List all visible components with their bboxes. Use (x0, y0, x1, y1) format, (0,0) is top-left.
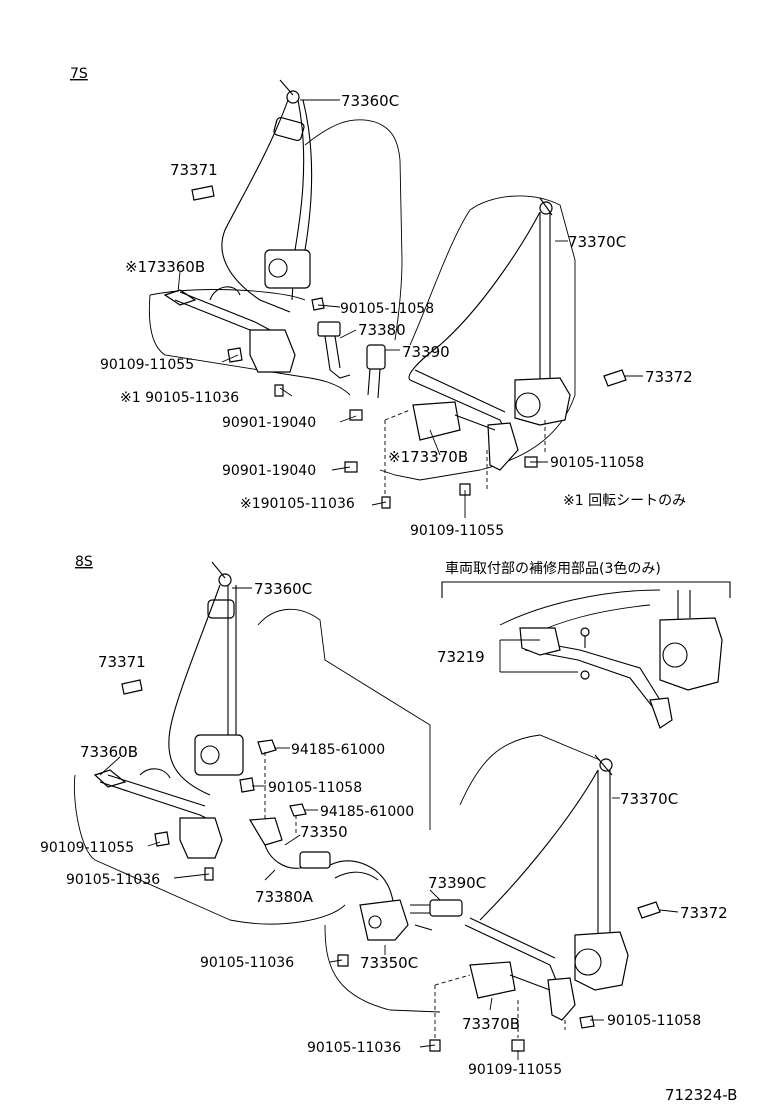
nut-8s-a (257, 739, 277, 755)
label-1058a-8s: 90105-11058 (268, 780, 362, 796)
label-9040a-7s: 90901-19040 (222, 415, 316, 431)
bolt-8s-1058b (579, 1015, 595, 1029)
bolt-7s-9040a (349, 409, 363, 421)
retractor-upper-7s (221, 79, 313, 313)
seat-rear-outline-8s (324, 734, 601, 1013)
label-73380a-8s: 73380A (255, 888, 314, 906)
buckle-73390c-8s (410, 899, 463, 917)
label-73370b-8s: 73370B (462, 1015, 520, 1033)
section-7s: 7S (70, 66, 693, 539)
label-1055a-8s: 90109-11055 (40, 840, 134, 856)
clip-73372-7s (603, 369, 627, 387)
diagram-code: 712324-B (665, 1086, 737, 1104)
buckle-73350-8s (248, 817, 396, 911)
clip-73371-7s (191, 185, 215, 201)
label-73372-7s: 73372 (645, 368, 693, 386)
bolt-8s-1055b (511, 1039, 525, 1052)
seat-cushion-8s (73, 774, 346, 925)
buckle-73390-7s (366, 344, 386, 399)
label-173370b-7s: ※173370B (388, 448, 468, 466)
label-73371-7s: 73371 (170, 161, 218, 179)
label-73380-7s: 73380 (358, 321, 406, 339)
label-73219: 73219 (437, 648, 485, 666)
bolt-8s-1058a (239, 777, 255, 793)
bolt-7s-9040b (344, 461, 358, 473)
label-1036b-8s: 90105-11036 (200, 955, 294, 971)
label-73390c-8s: 73390C (428, 874, 486, 892)
label-1055a-7s: 90109-11055 (100, 357, 194, 373)
label-1055b-7s: 90109-11055 (410, 523, 504, 539)
clip-73372-8s (637, 901, 661, 919)
bolt-7s-1055b (459, 483, 471, 496)
retractor-rear-7s (408, 197, 571, 471)
retractor-upper-8s (168, 561, 244, 796)
bolt-7s-1058a (311, 297, 325, 311)
seat-outline-front-8s (257, 608, 431, 830)
label-73360c-7s: 73360C (341, 92, 399, 110)
nut-8s-b (289, 803, 307, 817)
bolt-7s-1055a (227, 347, 243, 363)
seat-rear-outline-7s (379, 195, 576, 481)
label-73350-8s: 73350 (300, 823, 348, 841)
belt-73360b-7s (163, 286, 296, 373)
belt-73370b-7s (412, 401, 496, 441)
label-1058a-7s: 90105-11058 (340, 301, 434, 317)
label-73370c-8s: 73370C (620, 790, 678, 808)
label-nut-a-8s: 94185-61000 (291, 742, 385, 758)
section-8s: 8S (40, 554, 728, 1078)
label-73372-8s: 73372 (680, 904, 728, 922)
buckle-73350c-8s (359, 899, 433, 941)
label-1036b-7s: ※190105-11036 (240, 496, 355, 512)
label-1036a-8s: 90105-11036 (66, 872, 160, 888)
bolt-8s-1036c (429, 1039, 441, 1052)
label-1058b-7s: 90105-11058 (550, 455, 644, 471)
section-title-8s: 8S (75, 554, 93, 570)
label-73371-8s: 73371 (98, 653, 146, 671)
label-73360c-8s: 73360C (254, 580, 312, 598)
label-73390-7s: 73390 (402, 343, 450, 361)
label-73360b-8s: 73360B (80, 743, 138, 761)
belt-73370b-8s (469, 961, 551, 999)
belt-73360b-8s (93, 768, 223, 859)
label-73370c-7s: 73370C (568, 233, 626, 251)
label-1058b-8s: 90105-11058 (607, 1013, 701, 1029)
bolt-8s-1036b (337, 954, 349, 967)
label-73350c-8s: 73350C (360, 954, 418, 972)
bolt-7s-1036b (381, 496, 391, 509)
label-1036a-7s: ※1 90105-11036 (120, 390, 239, 406)
label-1036c-8s: 90105-11036 (307, 1040, 401, 1056)
retractor-rear-8s (464, 754, 629, 1021)
bolt-7s-1036a (274, 384, 284, 397)
seat-outline-front-7s (304, 119, 403, 341)
clip-73371-8s (121, 679, 143, 695)
repair-title: 車両取付部の補修用部品(3色のみ) (445, 560, 661, 577)
bolt-8s-1055a (154, 831, 170, 847)
label-1055b-8s: 90109-11055 (468, 1062, 562, 1078)
repair-parts-inset: 車両取付部の補修用部品(3色のみ) 73219 (437, 560, 731, 729)
section-title-7s: 7S (70, 66, 88, 82)
label-9040b-7s: 90901-19040 (222, 463, 316, 479)
note-swivel-seat: ※1 回転シートのみ (563, 493, 686, 509)
buckle-73380-7s (317, 321, 351, 379)
label-nut-b-8s: 94185-61000 (320, 804, 414, 820)
label-173360b-7s: ※173360B (125, 258, 205, 276)
